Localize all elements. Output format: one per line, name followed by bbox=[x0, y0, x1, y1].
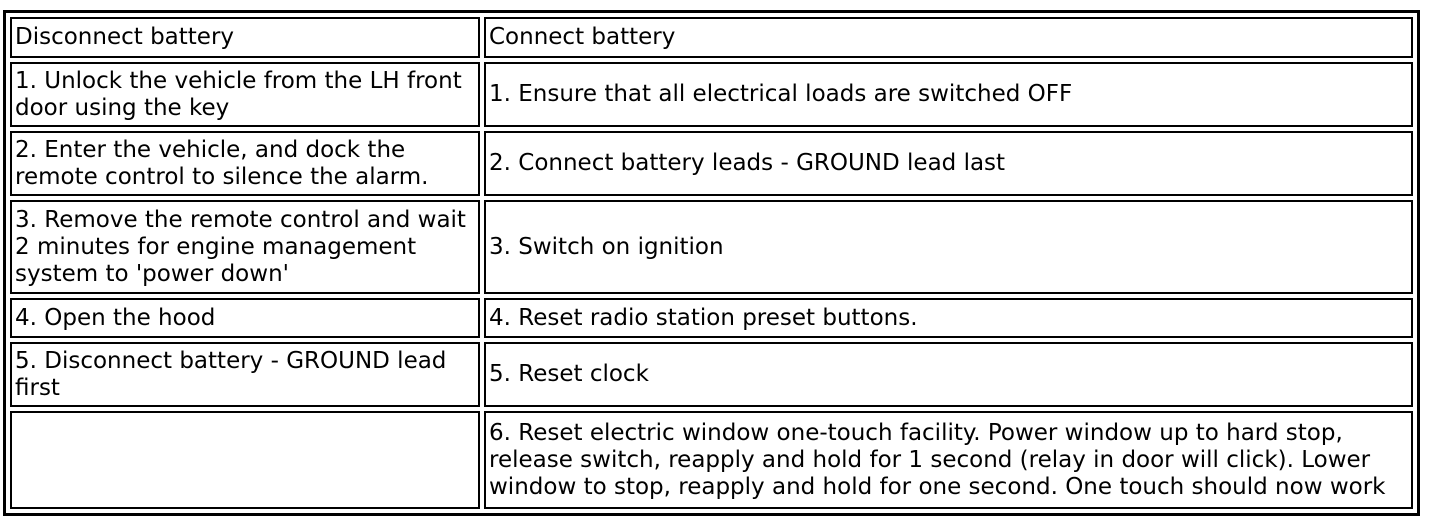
disconnect-step-4-cell: 4. Open the hood bbox=[10, 298, 480, 338]
connect-step-5-cell: 5. Reset clock bbox=[484, 342, 1413, 407]
table-row: 2. Enter the vehicle, and dock the remot… bbox=[10, 131, 1413, 196]
connect-step-3-cell: 3. Switch on ignition bbox=[484, 200, 1413, 294]
disconnect-empty-cell bbox=[10, 411, 480, 509]
table-row: 5. Disconnect battery - GROUND lead firs… bbox=[10, 342, 1413, 407]
connect-step-4-cell: 4. Reset radio station preset buttons. bbox=[484, 298, 1413, 338]
disconnect-step-1-cell: 1. Unlock the vehicle from the LH front … bbox=[10, 62, 480, 127]
column-header-connect-battery: Connect battery bbox=[484, 17, 1413, 58]
table-row: 4. Open the hood 4. Reset radio station … bbox=[10, 298, 1413, 338]
table-row: 1. Unlock the vehicle from the LH front … bbox=[10, 62, 1413, 127]
disconnect-step-2-cell: 2. Enter the vehicle, and dock the remot… bbox=[10, 131, 480, 196]
column-header-disconnect-battery: Disconnect battery bbox=[10, 17, 480, 58]
table-row: 6. Reset electric window one-touch facil… bbox=[10, 411, 1413, 509]
connect-step-6-cell: 6. Reset electric window one-touch facil… bbox=[484, 411, 1413, 509]
connect-step-2-cell: 2. Connect battery leads - GROUND lead l… bbox=[484, 131, 1413, 196]
disconnect-step-5-cell: 5. Disconnect battery - GROUND lead firs… bbox=[10, 342, 480, 407]
disconnect-step-3-cell: 3. Remove the remote control and wait 2 … bbox=[10, 200, 480, 294]
battery-procedure-table: Disconnect battery Connect battery 1. Un… bbox=[3, 10, 1420, 516]
connect-step-1-cell: 1. Ensure that all electrical loads are … bbox=[484, 62, 1413, 127]
table-row: 3. Remove the remote control and wait 2 … bbox=[10, 200, 1413, 294]
table-header-row: Disconnect battery Connect battery bbox=[10, 17, 1413, 58]
